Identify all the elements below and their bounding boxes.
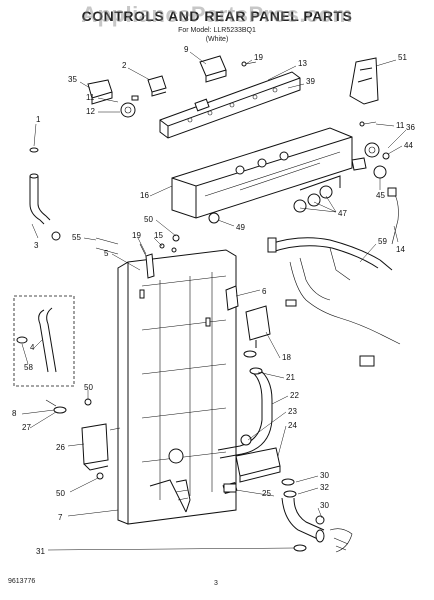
leader-lines xyxy=(21,51,407,551)
wiring-harness xyxy=(267,187,401,367)
callout-19: 19 xyxy=(254,53,263,62)
inset-detail-box xyxy=(13,295,75,387)
callout-19-lower: 19 xyxy=(132,231,141,240)
callout-58: 58 xyxy=(24,363,33,372)
callout-45: 45 xyxy=(376,191,385,200)
upper-left-controls xyxy=(87,75,167,118)
page-number: 3 xyxy=(214,580,218,587)
callout-50: 50 xyxy=(144,215,153,224)
callout-24: 24 xyxy=(288,421,297,430)
diagram-title: CONTROLS AND REAR PANEL PARTS xyxy=(81,8,353,24)
panel-hardware xyxy=(95,237,177,279)
callout-30-low: 30 xyxy=(320,501,329,510)
color-line: (White) xyxy=(205,36,229,43)
rear-panel xyxy=(117,249,237,525)
tension-spring xyxy=(149,479,191,513)
hose-fitting xyxy=(29,147,61,241)
callout-11-right: 11 xyxy=(396,121,405,130)
callout-47: 47 xyxy=(338,209,347,218)
callout-2: 2 xyxy=(122,61,127,70)
callout-15: 15 xyxy=(154,231,163,240)
callout-6: 6 xyxy=(262,287,267,296)
callout-59: 59 xyxy=(378,237,387,246)
control-console xyxy=(171,127,353,219)
corner-hose xyxy=(281,478,353,553)
timer-part xyxy=(199,55,257,83)
callout-26: 26 xyxy=(56,443,65,452)
callout-50-mid: 50 xyxy=(84,383,93,392)
callout-39: 39 xyxy=(306,77,315,86)
callout-31: 31 xyxy=(36,547,45,556)
callout-3: 3 xyxy=(34,241,39,250)
callout-14: 14 xyxy=(396,245,405,254)
callout-8: 8 xyxy=(12,409,17,418)
callout-21: 21 xyxy=(286,373,295,382)
callout-16: 16 xyxy=(140,191,149,200)
callout-32: 32 xyxy=(320,483,329,492)
callout-numbers: 9 19 13 51 2 35 39 11 12 11 36 44 1 45 1… xyxy=(12,45,415,556)
callout-13: 13 xyxy=(298,59,307,68)
callout-35: 35 xyxy=(68,75,77,84)
callout-18: 18 xyxy=(282,353,291,362)
right-controls xyxy=(351,121,390,179)
callout-30: 30 xyxy=(320,471,329,480)
bottom-left-clamps xyxy=(45,399,67,414)
diagram-code: 9613776 xyxy=(8,578,36,585)
control-panel xyxy=(159,71,301,139)
callout-22: 22 xyxy=(290,391,299,400)
callout-1: 1 xyxy=(36,115,41,124)
callout-11: 11 xyxy=(86,93,95,102)
clips xyxy=(84,234,180,480)
hinge-bracket xyxy=(349,57,379,105)
callout-5: 5 xyxy=(104,249,109,258)
callout-50-low: 50 xyxy=(56,489,65,498)
callout-44: 44 xyxy=(404,141,413,150)
callout-7: 7 xyxy=(58,513,63,522)
callout-9: 9 xyxy=(184,45,189,54)
callout-55: 55 xyxy=(72,233,81,242)
rear-bracket xyxy=(81,423,121,471)
small-clamp xyxy=(223,483,237,493)
callout-4: 4 xyxy=(30,343,35,352)
callout-36: 36 xyxy=(406,123,415,132)
callout-23: 23 xyxy=(288,407,297,416)
callout-51: 51 xyxy=(398,53,407,62)
callout-12: 12 xyxy=(86,107,95,116)
knobs xyxy=(208,185,333,224)
callout-25: 25 xyxy=(262,489,271,498)
callout-27: 27 xyxy=(22,423,31,432)
model-line: For Model: LLR5233BQ1 xyxy=(178,27,256,34)
water-valve xyxy=(225,285,271,358)
callout-49: 49 xyxy=(236,223,245,232)
